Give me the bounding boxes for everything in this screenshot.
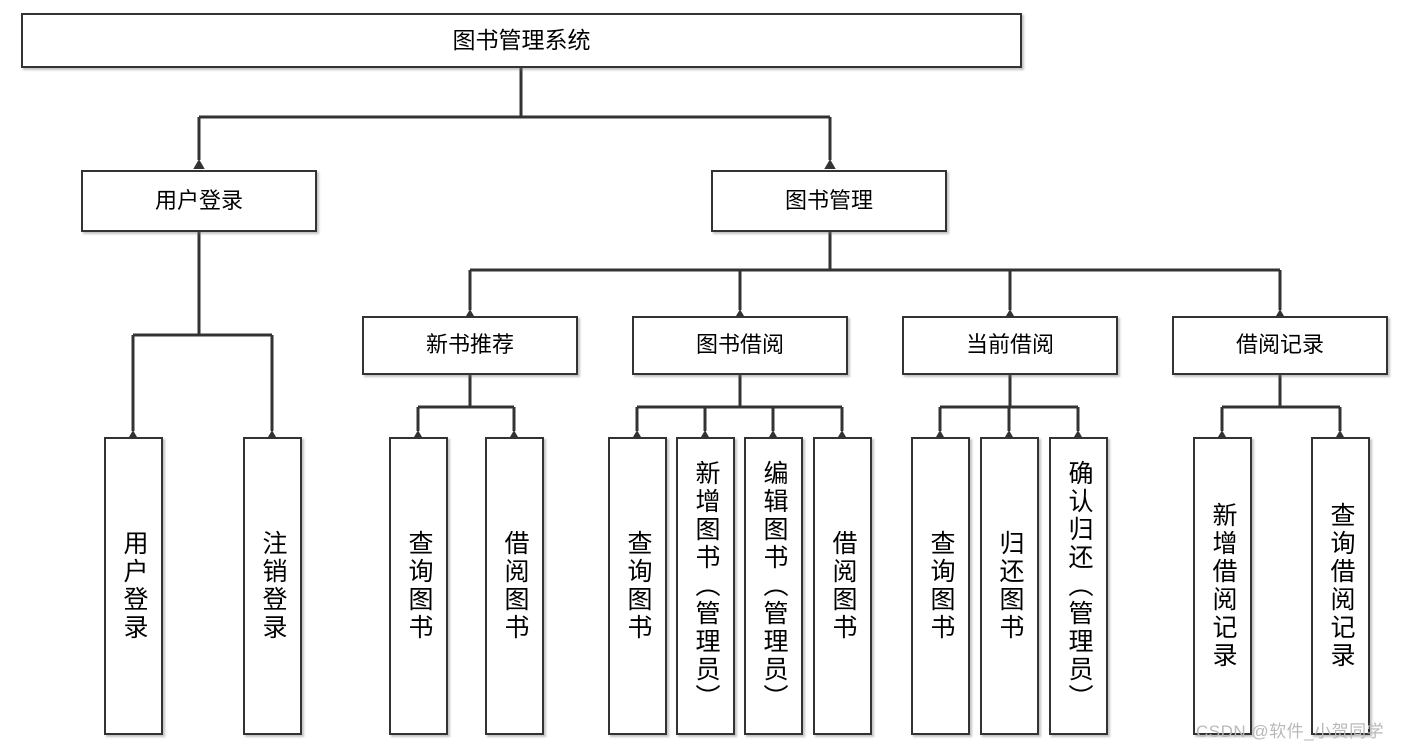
node-book-management[interactable]: 图书管理 bbox=[711, 170, 947, 232]
node-label: 当前借阅 bbox=[965, 332, 1054, 358]
node-label: 图书管理 bbox=[784, 187, 873, 213]
csdn-watermark: CSDN @软件_小贺同学 bbox=[1196, 722, 1385, 741]
leaf-logout[interactable]: 注销登录 bbox=[243, 437, 302, 735]
leaf-br-add-record[interactable]: 新增借阅记录 bbox=[1193, 437, 1252, 735]
leaf-bb-edit-book-admin[interactable]: 编辑图书（管理员） bbox=[744, 437, 803, 735]
node-label: 用户登录 bbox=[154, 187, 243, 213]
node-current-borrow[interactable]: 当前借阅 bbox=[902, 316, 1118, 375]
node-label: 图书借阅 bbox=[695, 332, 784, 358]
node-label: 借阅图书 bbox=[501, 530, 529, 642]
node-label: 查询图书 bbox=[405, 530, 433, 642]
node-label: 新增借阅记录 bbox=[1209, 502, 1237, 670]
leaf-user-login[interactable]: 用户登录 bbox=[104, 437, 163, 735]
leaf-bb-add-book-admin[interactable]: 新增图书（管理员） bbox=[676, 437, 735, 735]
node-book-borrow[interactable]: 图书借阅 bbox=[632, 316, 848, 375]
node-label: 查询图书 bbox=[624, 530, 652, 642]
node-label: 借阅图书 bbox=[829, 530, 857, 642]
node-label: 新增图书（管理员） bbox=[692, 460, 720, 712]
node-label: 新书推荐 bbox=[425, 332, 514, 358]
node-borrow-record[interactable]: 借阅记录 bbox=[1172, 316, 1388, 375]
leaf-bb-borrow-book[interactable]: 借阅图书 bbox=[813, 437, 872, 735]
node-user-login[interactable]: 用户登录 bbox=[81, 170, 317, 232]
node-root-book-management-system[interactable]: 图书管理系统 bbox=[21, 13, 1022, 68]
leaf-br-query-record[interactable]: 查询借阅记录 bbox=[1311, 437, 1370, 735]
node-label: 用户登录 bbox=[120, 530, 148, 642]
node-new-book-recommend[interactable]: 新书推荐 bbox=[362, 316, 578, 375]
leaf-bb-query-book[interactable]: 查询图书 bbox=[608, 437, 667, 735]
node-label: 归还图书 bbox=[996, 530, 1024, 642]
leaf-nb-borrow-book[interactable]: 借阅图书 bbox=[485, 437, 544, 735]
node-label: 借阅记录 bbox=[1235, 332, 1324, 358]
node-label: 查询借阅记录 bbox=[1327, 502, 1355, 670]
node-label: 确认归还（管理员） bbox=[1065, 460, 1093, 712]
leaf-cb-query-book[interactable]: 查询图书 bbox=[911, 437, 970, 735]
node-label: 图书管理系统 bbox=[452, 27, 591, 54]
leaf-nb-query-book[interactable]: 查询图书 bbox=[389, 437, 448, 735]
node-label: 注销登录 bbox=[259, 530, 287, 642]
leaf-cb-confirm-return-admin[interactable]: 确认归还（管理员） bbox=[1049, 437, 1108, 735]
node-label: 查询图书 bbox=[927, 530, 955, 642]
node-label: 编辑图书（管理员） bbox=[760, 460, 788, 712]
leaf-cb-return-book[interactable]: 归还图书 bbox=[980, 437, 1039, 735]
